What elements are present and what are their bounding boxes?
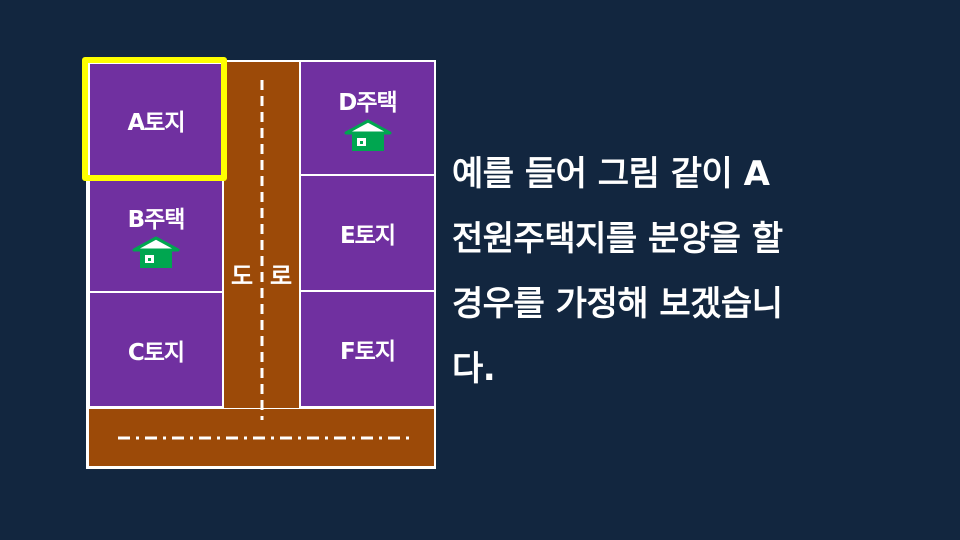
lot-c: C토지 bbox=[88, 291, 224, 408]
house-icon bbox=[132, 236, 180, 268]
caption-line-4: 다. bbox=[452, 349, 496, 389]
caption-line-2: 전원주택지를 분양을 할 bbox=[452, 219, 783, 259]
lot-d: D주택 bbox=[299, 60, 436, 176]
lot-b-label: B주택 bbox=[127, 206, 186, 233]
lot-a-highlight bbox=[82, 57, 227, 181]
caption-line-1: 예를 들어 그림 같이 A bbox=[452, 154, 770, 194]
caption-text: 예를 들어 그림 같이 A 전원주택지를 분양을 할 경우를 가정해 보겠습니 … bbox=[452, 142, 932, 402]
house-icon bbox=[344, 119, 391, 151]
lot-d-label: D주택 bbox=[338, 90, 397, 116]
lot-f: F토지 bbox=[299, 290, 436, 408]
road-label-2: 로 bbox=[270, 262, 293, 290]
lot-a-label: A토지 bbox=[127, 110, 185, 136]
lot-b: B주택 bbox=[88, 176, 224, 293]
lot-f-label: F토지 bbox=[339, 339, 396, 365]
caption-line-3: 경우를 가정해 보겠습니 bbox=[452, 284, 783, 324]
lot-c-label: C토지 bbox=[127, 339, 185, 366]
lot-e-label: E토지 bbox=[339, 223, 396, 249]
road-label-1: 도 bbox=[231, 262, 254, 290]
lot-e: E토지 bbox=[299, 174, 436, 292]
